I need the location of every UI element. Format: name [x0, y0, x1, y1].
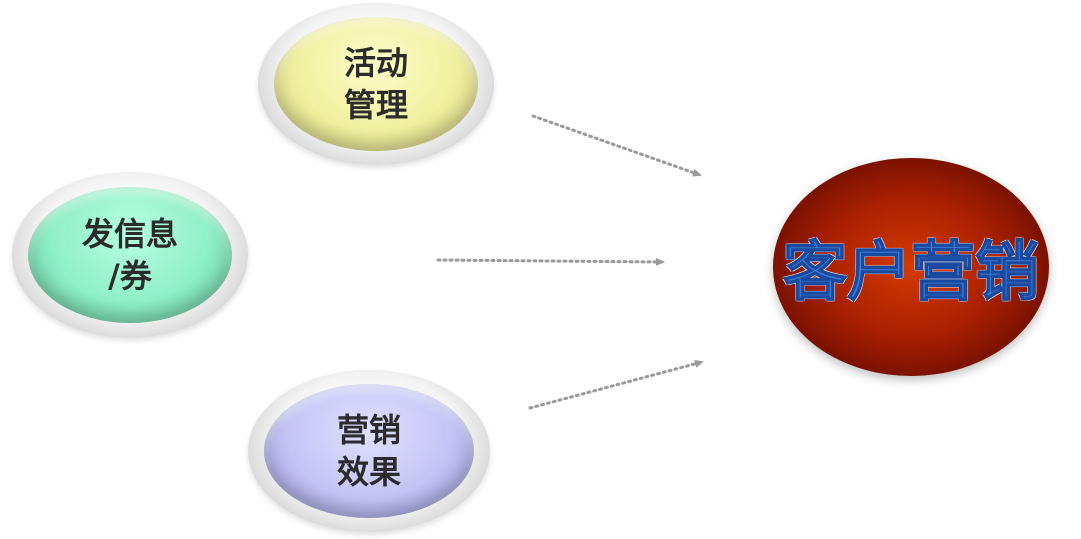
node-customer-marketing: 客户营销	[773, 158, 1049, 376]
node-activity-management-label: 活动 管理	[343, 44, 408, 124]
arrow-message-to-target	[436, 257, 665, 266]
node-marketing-effect: 营销 效果	[248, 370, 490, 532]
node-send-message-coupon-label: 发信息 /券	[81, 215, 178, 295]
node-activity-management-fill: 活动 管理	[274, 17, 478, 151]
arrow-activity-to-target	[531, 114, 702, 177]
node-send-message-coupon: 发信息 /券	[12, 172, 248, 338]
node-marketing-effect-fill: 营销 效果	[264, 384, 474, 518]
node-customer-marketing-label: 客户营销	[782, 235, 1040, 311]
arrow-effect-to-target	[528, 359, 704, 410]
node-send-message-coupon-fill: 发信息 /券	[28, 187, 232, 323]
node-activity-management: 活动 管理	[258, 3, 494, 165]
node-marketing-effect-label: 营销 效果	[336, 411, 401, 491]
